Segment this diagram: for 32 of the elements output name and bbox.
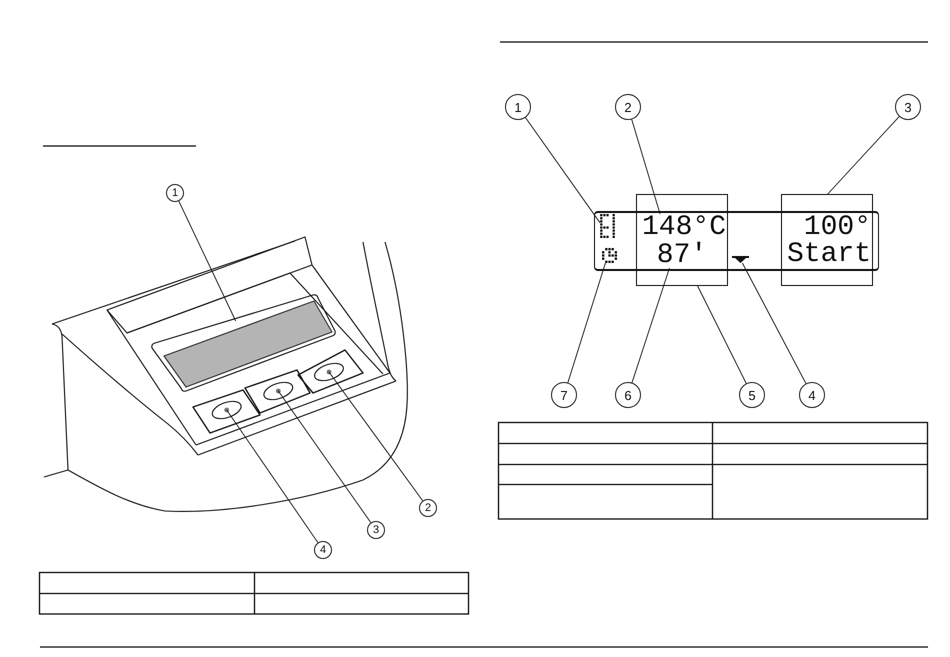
callout-number: 6 xyxy=(615,382,641,408)
dot-matrix-symbol-icon xyxy=(600,214,615,238)
leader-line xyxy=(278,390,372,524)
callout-number: 3 xyxy=(895,94,921,120)
callout-number: 3 xyxy=(367,521,385,539)
leader-line xyxy=(328,372,424,502)
highlight-frame xyxy=(636,194,728,286)
callout-number: 7 xyxy=(551,382,577,408)
lcd-reading: 87' xyxy=(654,242,710,268)
callout-number: 1 xyxy=(166,184,184,202)
lcd-reading: Start xyxy=(786,241,871,268)
lcd-reading: 148°C xyxy=(641,214,727,241)
leader-line xyxy=(742,262,806,384)
down-triangle-icon xyxy=(732,256,749,263)
leader-line xyxy=(827,116,900,194)
leader-line xyxy=(632,268,670,384)
lcd-display xyxy=(594,211,879,271)
callout-number: 1 xyxy=(505,94,531,120)
lcd-reading: 100° xyxy=(804,214,871,241)
leader-line xyxy=(631,119,661,214)
leader-line xyxy=(226,410,318,544)
leader-line xyxy=(697,286,747,384)
callout-number: 4 xyxy=(799,382,825,408)
callout-number: 4 xyxy=(314,541,332,559)
callout-number: 2 xyxy=(615,94,641,120)
leader-line xyxy=(525,117,600,224)
leader-line xyxy=(567,262,606,384)
leader-line xyxy=(178,200,236,322)
clock-icon xyxy=(602,248,617,263)
callout-number: 5 xyxy=(739,382,765,408)
highlight-frame xyxy=(781,194,873,286)
callout-number: 2 xyxy=(419,499,437,517)
